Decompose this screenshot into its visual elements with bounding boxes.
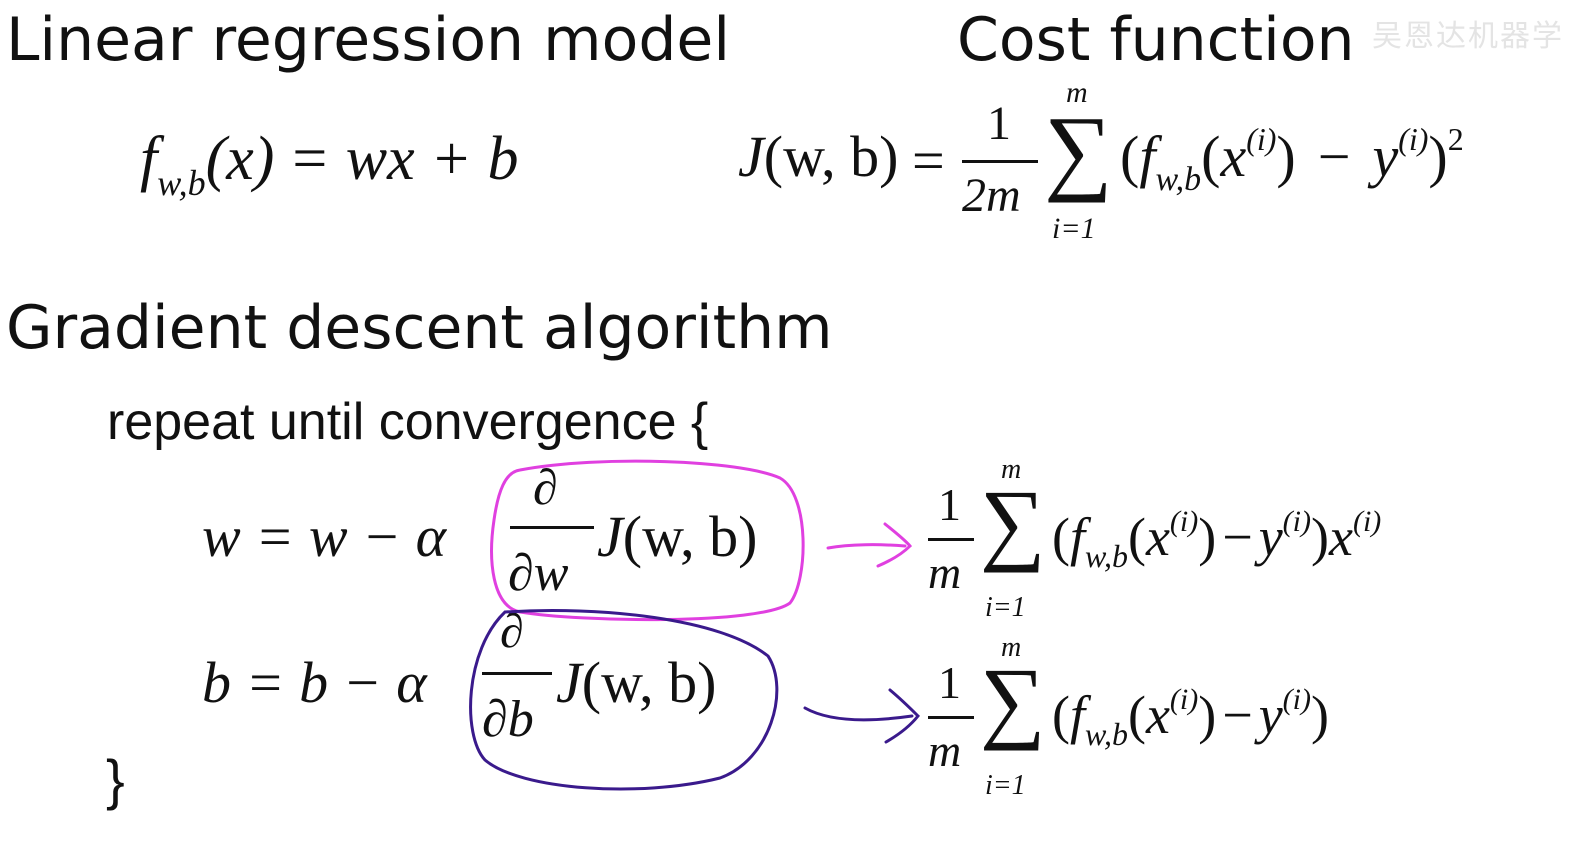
w-deriv-summand: (fw,b(x(i))−y(i))x(i) — [1052, 507, 1381, 573]
b-deriv-x: x — [1145, 685, 1170, 745]
cost-open-paren: ( — [1120, 124, 1140, 189]
w-deriv-inner-open: ( — [1127, 507, 1146, 567]
w-update-lhs: w = w − α — [202, 504, 447, 569]
w-cost-J: J — [597, 504, 623, 569]
b-derivative-circle — [469, 609, 779, 791]
cost-lhs: J(w, b) — [738, 128, 899, 186]
w-denominator-partial: ∂ — [508, 545, 534, 602]
w-deriv-x-factor-sup: (i) — [1352, 505, 1382, 538]
b-deriv-frac-numerator: 1 — [938, 657, 961, 708]
cost-y-symbol: y — [1372, 124, 1399, 189]
b-deriv-open-paren: ( — [1052, 685, 1070, 745]
cost-frac-denominator: 2m — [962, 169, 1021, 222]
w-derivative-circle — [490, 459, 805, 622]
b-deriv-f-subscript: w,b — [1085, 716, 1128, 752]
w-partial-fraction-bar — [510, 526, 594, 529]
w-cost-args: (w, b) — [622, 504, 758, 569]
cost-square: 2 — [1447, 121, 1464, 157]
b-deriv-y-sup: (i) — [1282, 683, 1311, 716]
b-partial-numerator: ∂ — [500, 605, 524, 658]
watermark-text: 吴恩达机器学 — [1372, 19, 1564, 54]
cost-J-symbol: J — [738, 124, 764, 189]
b-partial-denominator: ∂b — [482, 694, 534, 746]
b-deriv-sum-upper: m — [1001, 632, 1022, 663]
cost-sum-lower: i=1 — [1052, 212, 1096, 245]
w-deriv-sum-upper: m — [1001, 454, 1022, 485]
w-partial-numerator: ∂ — [533, 459, 558, 515]
b-update-lhs: b = b − α — [202, 650, 427, 715]
cost-close-paren: ) — [1428, 124, 1448, 189]
w-deriv-inner-close: ) — [1198, 507, 1217, 567]
b-deriv-sum-symbol: ∑ — [980, 649, 1046, 751]
b-derivative-arrow — [803, 688, 921, 744]
cost-f-symbol: f — [1139, 124, 1156, 189]
w-cost-term: J(w, b) — [597, 508, 758, 566]
heading-gradient-descent: Gradient descent algorithm — [6, 293, 833, 363]
cost-sum-upper: m — [1066, 76, 1088, 109]
b-denominator-partial: ∂ — [482, 691, 508, 748]
cost-fraction-bar — [962, 160, 1038, 163]
w-deriv-x-sup: (i) — [1169, 505, 1199, 538]
b-deriv-sum-lower: i=1 — [985, 770, 1026, 801]
cost-x-superscript: (i) — [1246, 121, 1277, 157]
w-deriv-x: x — [1145, 507, 1170, 567]
w-deriv-frac-numerator: 1 — [938, 479, 961, 530]
cost-inner-close-paren: ) — [1276, 124, 1296, 189]
model-subscript-wb: w,b — [157, 163, 206, 203]
cost-J-args: (w, b) — [763, 124, 899, 189]
b-deriv-frac-denominator: m — [928, 725, 962, 776]
b-deriv-fraction-bar — [928, 716, 974, 719]
w-deriv-close-paren: ) — [1311, 507, 1329, 567]
b-deriv-y: y — [1258, 685, 1283, 745]
w-deriv-f-subscript: w,b — [1085, 538, 1128, 574]
b-denominator-variable: b — [507, 691, 534, 748]
b-deriv-summand: (fw,b(x(i))−y(i)) — [1052, 685, 1329, 751]
cost-y-superscript: (i) — [1398, 121, 1429, 157]
w-deriv-fraction-bar — [928, 538, 974, 541]
b-partial-fraction-bar — [482, 672, 552, 675]
model-equation: fw,b(x)= wx + b — [140, 125, 519, 201]
w-denominator-variable: w — [533, 545, 569, 602]
w-partial-denominator: ∂w — [508, 548, 568, 600]
b-deriv-x-sup: (i) — [1169, 683, 1199, 716]
b-cost-J: J — [556, 650, 582, 715]
b-deriv-f: f — [1069, 685, 1085, 745]
model-argument: (x) — [205, 125, 275, 193]
cost-summand: (fw,b(x(i))−y(i))2 — [1120, 123, 1464, 197]
b-cost-term: J(w, b) — [556, 654, 717, 712]
cost-sum-symbol: ∑ — [1044, 96, 1113, 203]
b-deriv-minus: − — [1222, 685, 1253, 745]
b-deriv-inner-open: ( — [1127, 685, 1146, 745]
w-deriv-x-factor: x — [1328, 507, 1353, 567]
model-f-symbol: f — [140, 125, 158, 193]
heading-linear-regression-model: Linear regression model — [6, 5, 730, 75]
cost-inner-open-paren: ( — [1201, 124, 1221, 189]
w-deriv-minus: − — [1222, 507, 1253, 567]
repeat-until-convergence: repeat until convergence { — [107, 393, 709, 451]
w-deriv-open-paren: ( — [1052, 507, 1070, 567]
w-deriv-sum-lower: i=1 — [985, 592, 1026, 623]
b-cost-args: (w, b) — [581, 650, 717, 715]
closing-brace: } — [106, 748, 125, 811]
w-deriv-f: f — [1069, 507, 1085, 567]
cost-frac-numerator: 1 — [987, 97, 1011, 150]
w-derivative-arrow — [826, 522, 913, 568]
b-deriv-close-paren: ) — [1311, 685, 1329, 745]
w-deriv-frac-denominator: m — [928, 547, 962, 598]
w-deriv-sum-symbol: ∑ — [980, 471, 1046, 573]
cost-x-symbol: x — [1220, 124, 1247, 189]
cost-minus: − — [1317, 124, 1351, 189]
cost-f-subscript: w,b — [1155, 161, 1202, 198]
w-deriv-y-sup: (i) — [1282, 505, 1311, 538]
heading-cost-function: Cost function — [957, 5, 1355, 75]
model-rhs: = wx + b — [288, 125, 519, 193]
cost-equals: = — [912, 128, 945, 193]
b-deriv-inner-close: ) — [1198, 685, 1217, 745]
w-deriv-y: y — [1258, 507, 1283, 567]
